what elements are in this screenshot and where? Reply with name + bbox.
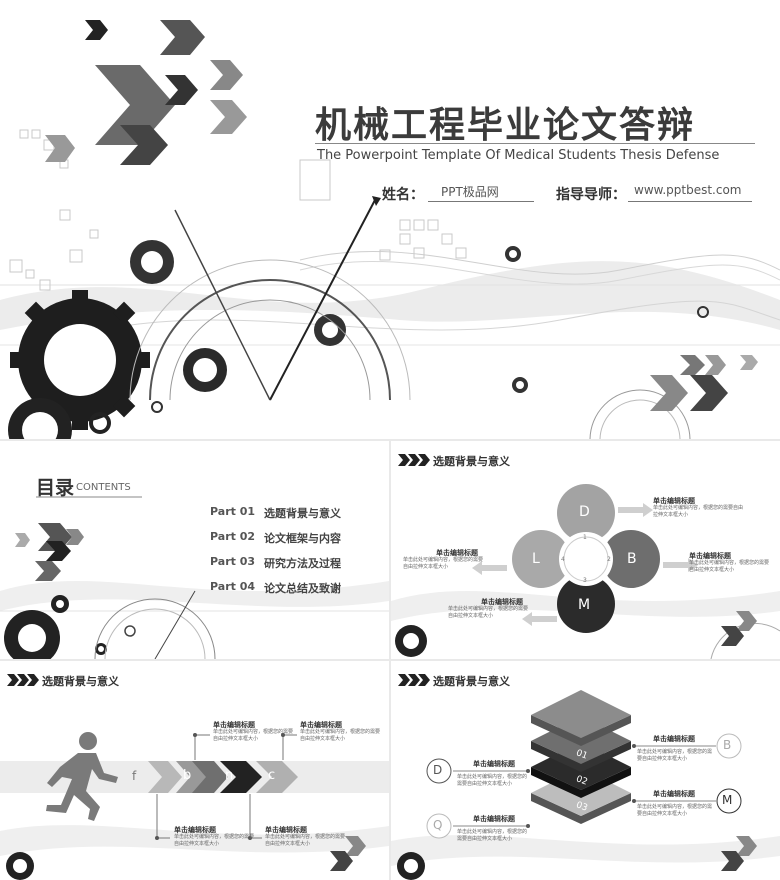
petal-diagram-slide[interactable]: 选题背景与意义 D B M L 1 2 3 4 单击编辑标题 单击此处可编辑内容… xyxy=(391,441,780,659)
runner-slide[interactable]: 选题背景与意义 f b n c 单击编辑标题 单击此处可编辑内容，根据您的需要自… xyxy=(0,661,389,880)
text-heading-3[interactable]: 单击编辑标题 xyxy=(473,760,515,768)
runner-icon xyxy=(46,732,118,821)
text-heading-4[interactable]: 单击编辑标题 xyxy=(481,598,523,606)
text-heading-3[interactable]: 单击编辑标题 xyxy=(436,549,478,557)
text-body-4[interactable]: 单击此处可编辑内容，根据您的需要自由拉伸文本框大小 xyxy=(265,834,346,847)
text-heading-1[interactable]: 单击编辑标题 xyxy=(653,497,695,505)
gear-icon xyxy=(183,348,227,392)
circle-letter-d[interactable]: D xyxy=(433,763,443,777)
chevron-arrows xyxy=(45,20,247,165)
title-divider xyxy=(315,143,755,144)
toc-part-3[interactable]: Part 03 xyxy=(210,555,256,568)
text-body-3[interactable]: 单击此处可编辑内容，根据您的需要自由拉伸文本框大小 xyxy=(403,557,484,570)
text-body-3[interactable]: 单击此处可编辑内容，根据您的需要自由拉伸文本框大小 xyxy=(457,774,528,787)
arrow-label-c[interactable]: c xyxy=(268,768,276,783)
petal-letter-b[interactable]: B xyxy=(627,551,637,567)
toc-label-1[interactable]: 选题背景与意义 xyxy=(264,507,341,520)
petal-num-4: 4 xyxy=(561,556,565,563)
slide-title[interactable]: 选题背景与意义 xyxy=(433,455,510,468)
text-body-1[interactable]: 单击此处可编辑内容，根据您的需要自由拉伸文本框大小 xyxy=(213,729,294,742)
toc-subtitle: CONTENTS xyxy=(76,482,131,493)
text-heading-4[interactable]: 单击编辑标题 xyxy=(265,826,307,834)
text-heading-3[interactable]: 单击编辑标题 xyxy=(174,826,216,834)
text-heading-2[interactable]: 单击编辑标题 xyxy=(653,790,695,798)
advisor-label: 指导导师： xyxy=(556,187,626,203)
gear-icon xyxy=(8,398,72,439)
toc-label-2[interactable]: 论文框架与内容 xyxy=(264,532,341,545)
text-body-2[interactable]: 单击此处可编辑内容，根据您的需要自由拉伸文本框大小 xyxy=(689,560,770,573)
toc-slide[interactable]: 目录 CONTENTS Part 01 选题背景与意义 Part 02 论文框架… xyxy=(0,441,389,659)
arrow-label-f[interactable]: f xyxy=(132,769,137,783)
toc-label-3[interactable]: 研究方法及过程 xyxy=(264,557,341,570)
text-body-3[interactable]: 单击此处可编辑内容，根据您的需要自由拉伸文本框大小 xyxy=(174,834,255,847)
arrow-label-n[interactable]: n xyxy=(225,768,234,783)
text-heading-1[interactable]: 单击编辑标题 xyxy=(213,721,255,729)
circle-letter-b[interactable]: B xyxy=(723,738,732,752)
petal-num-3: 3 xyxy=(583,577,587,584)
presentation-title[interactable]: 机械工程毕业论文答辩 xyxy=(315,105,696,146)
petal-num-2: 2 xyxy=(607,556,611,563)
toc-part-2[interactable]: Part 02 xyxy=(210,530,256,543)
cover-decoration xyxy=(0,20,780,439)
name-label: 姓名： xyxy=(382,187,424,203)
name-underline xyxy=(428,201,534,202)
text-body-1[interactable]: 单击此处可编辑内容，根据您的需要自由拉伸文本框大小 xyxy=(637,749,713,762)
text-body-4[interactable]: 单击此处可编辑内容，根据您的需要自由拉伸文本框大小 xyxy=(448,606,529,619)
text-heading-1[interactable]: 单击编辑标题 xyxy=(653,735,695,743)
petal-num-1: 1 xyxy=(583,534,587,541)
advisor-value[interactable]: www.pptbest.com xyxy=(634,183,742,197)
toc-decoration xyxy=(0,496,389,659)
toc-part-4[interactable]: Part 04 xyxy=(210,580,256,593)
gear-icon xyxy=(130,240,174,284)
cover-slide[interactable]: 机械工程毕业论文答辩 The Powerpoint Template Of Me… xyxy=(0,0,780,439)
text-heading-2[interactable]: 单击编辑标题 xyxy=(300,721,342,729)
circle-letter-m[interactable]: M xyxy=(722,793,733,807)
layers-decoration xyxy=(391,674,780,880)
circle-letter-q[interactable]: Q xyxy=(433,818,443,832)
petal-letter-l[interactable]: L xyxy=(532,551,540,567)
text-body-4[interactable]: 单击此处可编辑内容，根据您的需要自由拉伸文本框大小 xyxy=(457,829,528,842)
name-value[interactable]: PPT极品网 xyxy=(441,185,499,199)
petal-letter-m[interactable]: M xyxy=(578,597,591,613)
toc-label-4[interactable]: 论文总结及致谢 xyxy=(264,582,341,595)
toc-title[interactable]: 目录 xyxy=(36,477,75,499)
layers-slide[interactable]: 选题背景与意义 01 02 03 04 B M D Q 单击编辑标题 单击此处可… xyxy=(391,661,780,880)
slide-title[interactable]: 选题背景与意义 xyxy=(433,675,510,688)
toc-part-1[interactable]: Part 01 xyxy=(210,505,256,518)
text-body-2[interactable]: 单击此处可编辑内容，根据您的需要自由拉伸文本框大小 xyxy=(300,729,381,742)
text-body-2[interactable]: 单击此处可编辑内容，根据您的需要自由拉伸文本框大小 xyxy=(637,804,713,817)
gear-icon xyxy=(314,314,346,346)
text-heading-2[interactable]: 单击编辑标题 xyxy=(689,552,731,560)
presentation-subtitle[interactable]: The Powerpoint Template Of Medical Stude… xyxy=(317,148,720,163)
petal-letter-d[interactable]: D xyxy=(579,504,590,520)
advisor-underline xyxy=(628,201,752,202)
arrow-label-b[interactable]: b xyxy=(183,768,192,783)
petal-decoration xyxy=(391,454,780,659)
text-heading-4[interactable]: 单击编辑标题 xyxy=(473,815,515,823)
slide-title[interactable]: 选题背景与意义 xyxy=(42,675,119,688)
runner-decoration xyxy=(0,674,389,880)
text-body-1[interactable]: 单击此处可编辑内容，根据您的需要自由拉伸文本框大小 xyxy=(653,505,744,518)
